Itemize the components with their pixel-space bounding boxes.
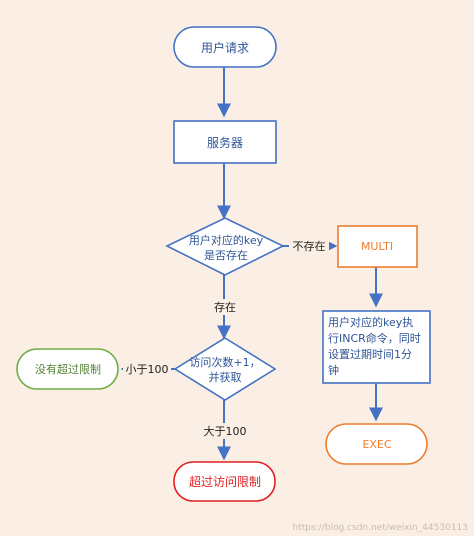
node-server-label: 服务器: [207, 135, 243, 150]
node-no-exceed-label: 没有超过限制: [35, 362, 101, 376]
node-exec-label: EXEC: [362, 438, 391, 451]
edge-label-not-exist-bg: [289, 238, 329, 254]
edge-label-less-than-bg: [123, 361, 171, 377]
node-incr-label-3: 设置过期时间1分: [328, 348, 412, 361]
node-user-request-label: 用户请求: [201, 40, 249, 55]
edge-label-exist: 存在: [214, 300, 236, 314]
edge-label-less-than: 小于100: [126, 363, 169, 376]
watermark-text: https://blog.csdn.net/weixin_44530113: [292, 523, 468, 533]
node-key-check-label-2: 是否存在: [204, 248, 248, 262]
edge-label-exist-bg: [210, 299, 240, 315]
node-incr: [322, 310, 431, 384]
node-no-exceed: [16, 348, 119, 390]
node-incr-label-4: 钟: [328, 363, 339, 377]
node-server: [173, 120, 277, 164]
node-multi: [337, 225, 418, 268]
node-multi-label: MULTI: [361, 240, 393, 253]
edge-label-not-exist: 不存在: [293, 239, 326, 253]
node-count-label-2: 并获取: [209, 370, 242, 384]
node-key-check-label-1: 用户对应的key: [189, 233, 264, 247]
node-key-check: [165, 217, 285, 276]
node-user-request: [173, 26, 277, 68]
edge-label-greater-than: 大于100: [204, 424, 247, 438]
node-exceed-label: 超过访问限制: [189, 474, 261, 489]
node-count-label-1: 访问次数+1，: [189, 355, 260, 369]
node-incr-label-2: 行INCR命令，同时: [328, 331, 421, 345]
node-count: [173, 337, 277, 401]
edge-label-greater-than-bg: [203, 423, 247, 439]
node-exceed: [173, 461, 276, 502]
node-incr-label-1: 用户对应的key执: [328, 315, 413, 329]
node-exec: [325, 423, 428, 465]
